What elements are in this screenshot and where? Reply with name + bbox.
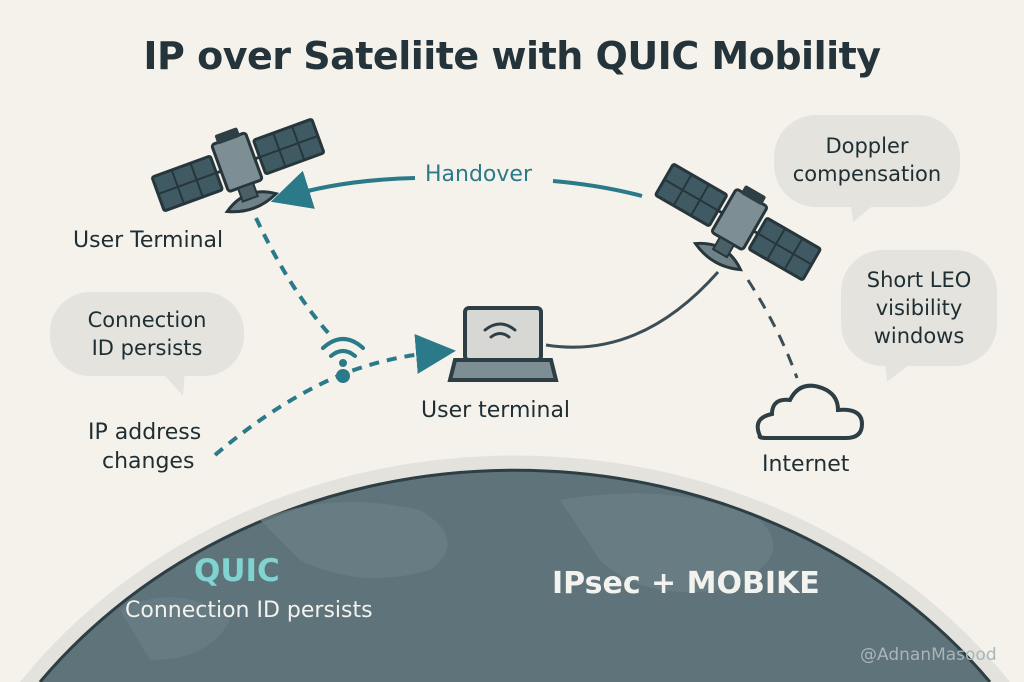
bubble-line: compensation <box>792 162 942 186</box>
ip-address-label-1: IP address <box>88 420 202 445</box>
wifi-icon <box>321 337 365 367</box>
bubble-line: ID persists <box>91 336 203 360</box>
page-title: IP over Sateliite with QUIC Mobility <box>143 34 881 78</box>
laptop-icon <box>447 306 559 382</box>
ip-address-label-2: changes <box>102 449 195 474</box>
cloud-icon <box>755 383 865 440</box>
quic-subtitle: Connection ID persists <box>125 598 373 623</box>
bubble-doppler-text: Doppler compensation <box>774 132 960 188</box>
watermark: @AdnanMasood <box>860 645 997 665</box>
bubble-line: windows <box>873 324 965 348</box>
ip-change-path <box>213 333 456 457</box>
satellite-left-icon <box>144 100 336 239</box>
bubble-connection-id-text: Connection ID persists <box>50 306 244 362</box>
bubble-line: Doppler <box>825 134 909 158</box>
bubble-line: Connection <box>87 308 207 332</box>
bubble-line: Short LEO <box>866 268 972 292</box>
handover-arrow <box>270 170 416 209</box>
bubble-short-leo-text: Short LEO visibility windows <box>841 266 997 350</box>
earth-outline <box>38 468 992 682</box>
bubble-line: visibility <box>875 296 963 320</box>
handover-label: Handover <box>425 162 532 187</box>
internet-label: Internet <box>762 452 850 477</box>
bubble-doppler <box>774 115 960 222</box>
bubble-connection-id <box>50 292 244 396</box>
user-terminal-laptop-label: User terminal <box>421 398 571 423</box>
node-dot <box>336 369 350 383</box>
quic-title: QUIC <box>194 553 280 589</box>
bubble-short-leo <box>841 250 997 382</box>
user-terminal-sat-label: User Terminal <box>73 228 224 253</box>
ipsec-mobike-label: IPsec + MOBIKE <box>552 566 820 601</box>
